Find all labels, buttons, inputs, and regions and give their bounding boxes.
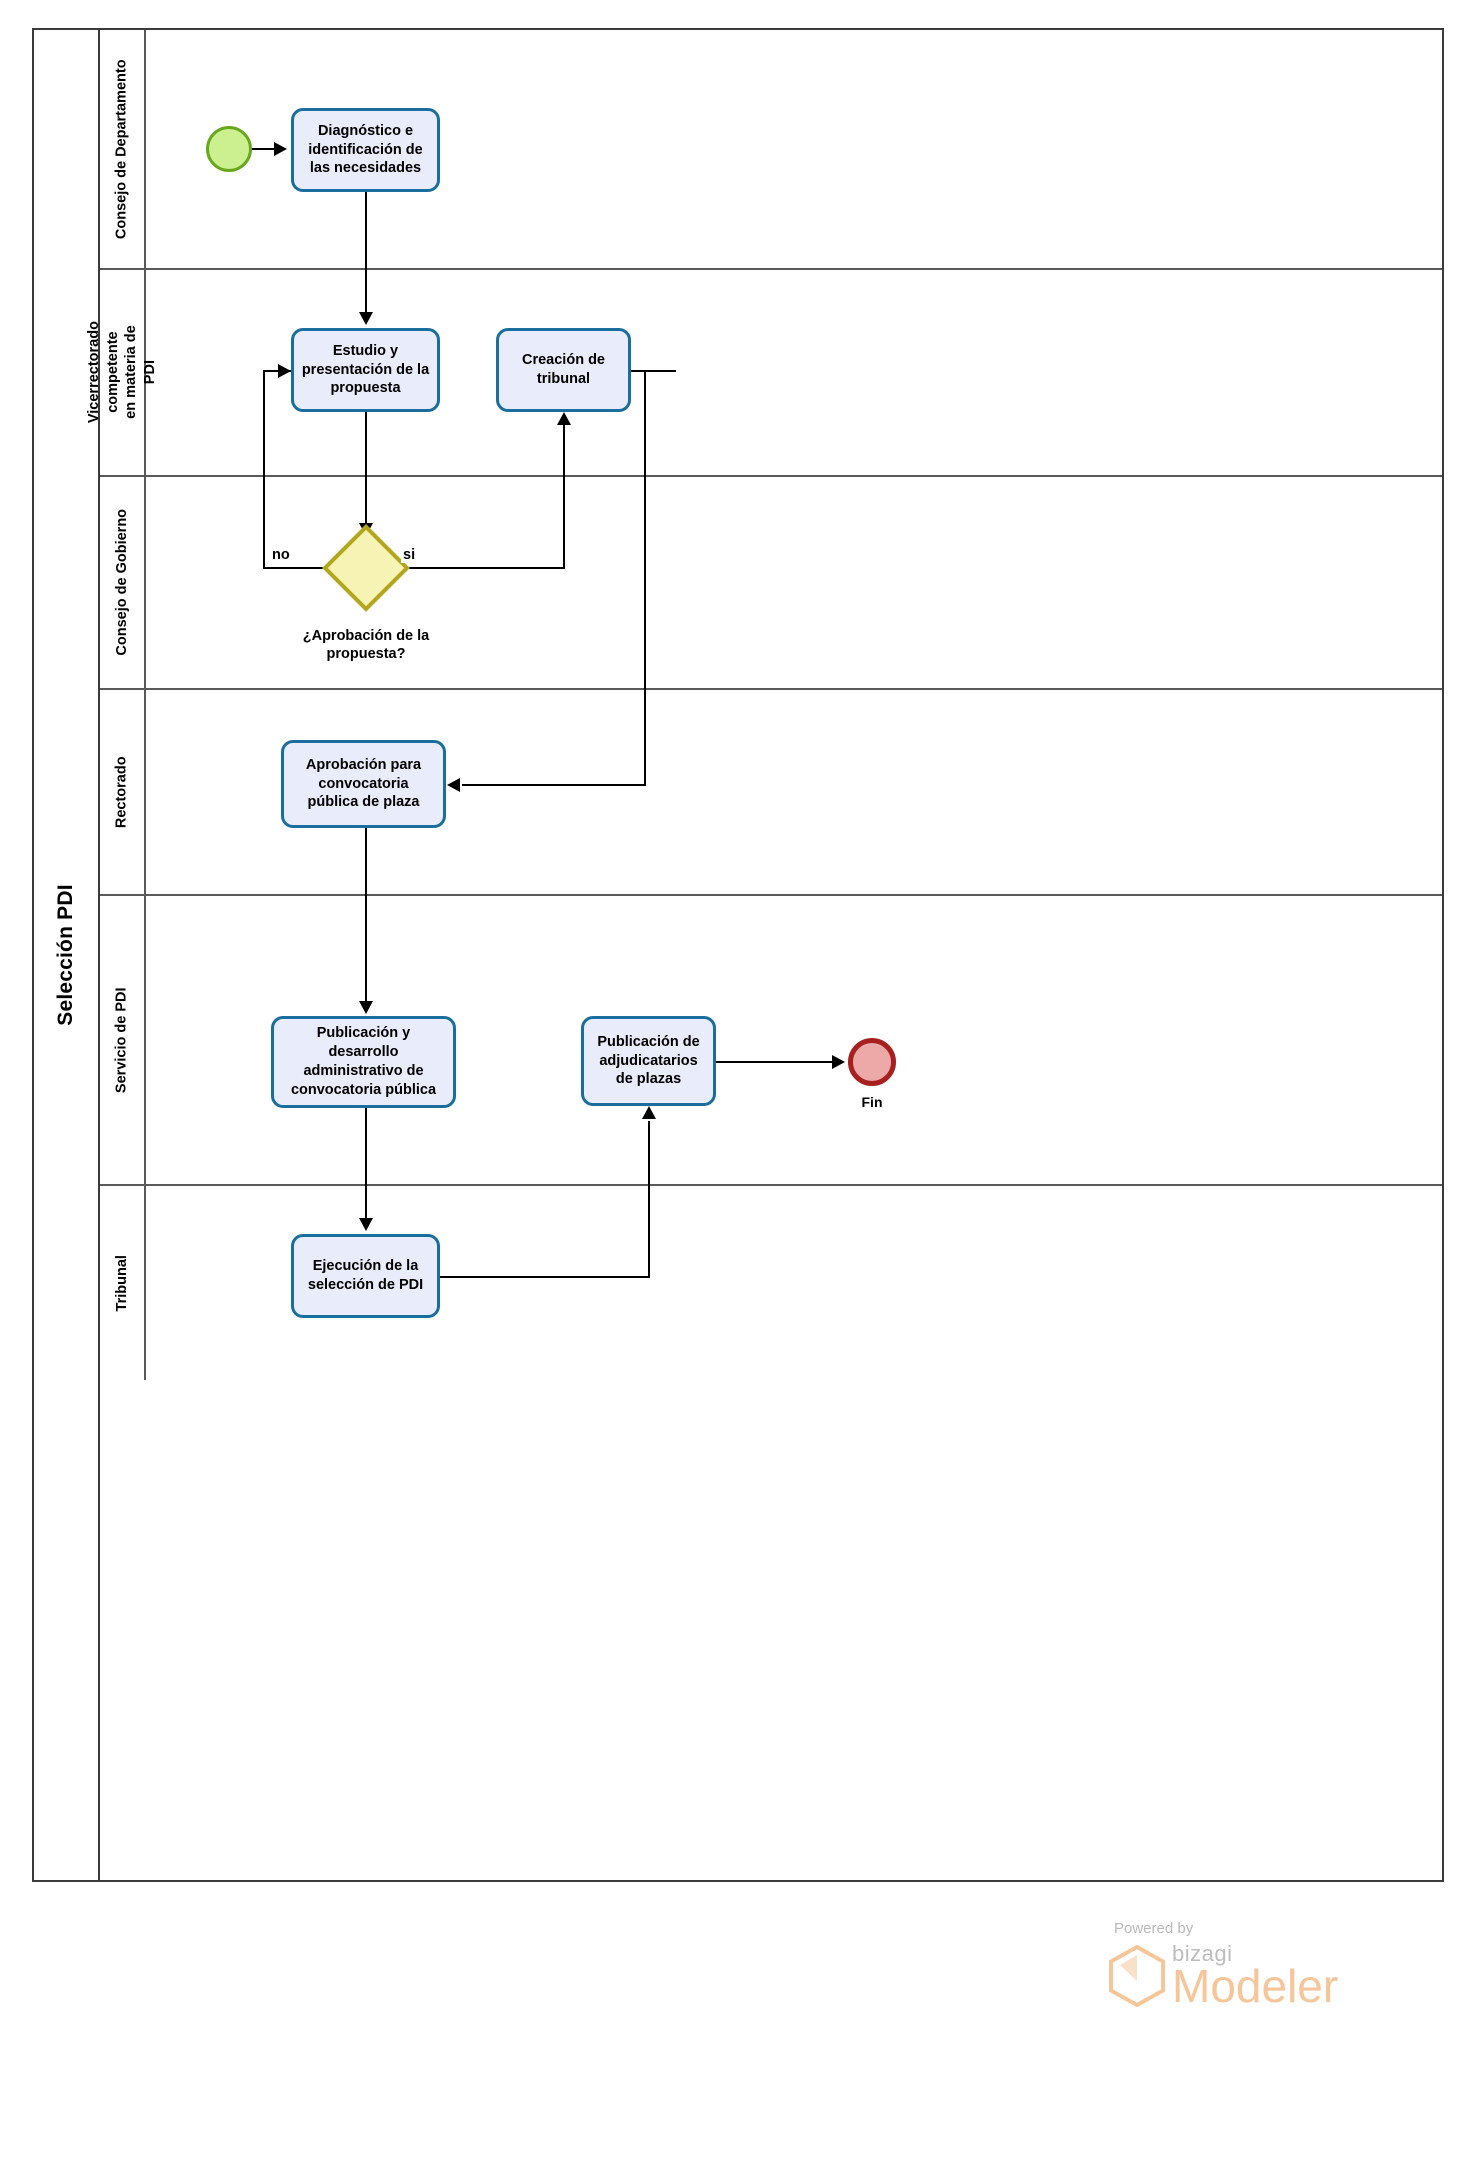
- lane-rectorado: Rectorado Aprobación para convocatoria p…: [100, 690, 1442, 896]
- flow-diagnostico-to-estudio-seg2: [365, 270, 367, 314]
- flow-creacion-to-rectorado-v1: [644, 370, 646, 477]
- pool-seleccion-pdi: Selección PDI Consejo de Departamento Di…: [32, 28, 1444, 1882]
- flow-si-to-creacion-seg2: [563, 477, 565, 568]
- task-diagnostico-identificacion[interactable]: Diagnóstico e identificación de las nece…: [291, 108, 440, 192]
- watermark-powered-by: Powered by: [1114, 1920, 1194, 1937]
- flow-estudio-to-gateway-seg2: [365, 477, 367, 525]
- flow-arrow-start-to-diagnostico: [274, 142, 287, 156]
- lane-body-consejo-gobierno: ¿Aprobación de la propuesta? no si: [146, 477, 1442, 690]
- task-ejecucion-seleccion[interactable]: Ejecución de la selección de PDI: [291, 1234, 440, 1318]
- flow-ejecucion-to-adjudicatarios-h: [440, 1276, 650, 1278]
- flow-aprobacion-to-publicacion-seg2: [365, 896, 367, 1003]
- lane-body-vicerrectorado: Estudio y presentación de la propuesta C…: [146, 270, 1442, 477]
- flow-estudio-to-gateway-seg1: [365, 412, 367, 477]
- start-event[interactable]: [206, 126, 252, 172]
- task-publicacion-adjudicatarios[interactable]: Publicación de adjudicatarios de plazas: [581, 1016, 716, 1106]
- flow-ejecucion-to-adjudicatarios-v1: [648, 1121, 650, 1186]
- lane-vicerrectorado: Vicerrectorado competente en materia de …: [86, 270, 1442, 477]
- flow-publicacion-to-ejecucion-seg2: [365, 1186, 367, 1220]
- flow-publicacion-to-ejecucion-seg1: [365, 1108, 367, 1186]
- flow-gateway-no: [263, 567, 338, 569]
- pool-title: Selección PDI: [34, 30, 100, 1880]
- edge-label-si: si: [401, 547, 418, 563]
- bizagi-watermark: Powered by bizagi Modeler: [1108, 1920, 1408, 2009]
- lane-body-tribunal: Ejecución de la selección de PDI: [146, 1186, 1442, 1380]
- flow-arrow-to-estudio: [359, 312, 373, 325]
- gateway-aprobacion-propuesta[interactable]: [322, 524, 410, 612]
- flow-creacion-to-rectorado-v2: [644, 477, 646, 690]
- lane-label-consejo-gobierno: Consejo de Gobierno: [100, 477, 146, 688]
- flow-arrow-to-aprobacion: [447, 778, 460, 792]
- lane-label-tribunal: Tribunal: [100, 1186, 146, 1380]
- lane-body-consejo-departamento: Diagnóstico e identificación de las nece…: [146, 30, 1442, 270]
- flow-si-to-creacion-seg1: [563, 425, 565, 477]
- flow-arrow-to-publicacion-desarrollo: [359, 1001, 373, 1014]
- flow-creacion-to-rectorado-h2: [462, 784, 646, 786]
- flow-no-loop-vertical-lane3: [263, 477, 265, 568]
- flow-diagnostico-to-estudio-seg1: [365, 192, 367, 270]
- flow-no-loop-into-estudio: [263, 370, 291, 372]
- flow-arrow-to-ejecucion: [359, 1218, 373, 1231]
- flow-no-loop-vertical: [263, 370, 265, 477]
- lane-tribunal: Tribunal Ejecución de la selección de PD…: [100, 1186, 1442, 1380]
- lane-servicio-pdi: Servicio de PDI Publicación y desarrollo…: [100, 896, 1442, 1186]
- gateway-label: ¿Aprobación de la propuesta?: [302, 628, 430, 663]
- watermark-text: bizagi Modeler: [1172, 1941, 1339, 2012]
- task-creacion-tribunal[interactable]: Creación de tribunal: [496, 328, 631, 412]
- end-event-label: Fin: [861, 1094, 883, 1110]
- flow-arrow-to-adjudicatarios: [642, 1106, 656, 1119]
- flow-arrow-no-loop: [278, 364, 291, 378]
- flow-aprobacion-to-publicacion-seg1: [365, 828, 367, 896]
- flow-start-to-diagnostico: [252, 148, 276, 150]
- flow-arrow-si-to-creacion: [557, 412, 571, 425]
- lane-label-vicerrectorado: Vicerrectorado competente en materia de …: [86, 270, 158, 475]
- watermark-brand: bizagi: [1172, 1941, 1233, 1966]
- task-estudio-presentacion[interactable]: Estudio y presentación de la propuesta: [291, 328, 440, 412]
- lane-consejo-gobierno: Consejo de Gobierno ¿Aprobación de la pr…: [100, 477, 1442, 690]
- task-aprobacion-convocatoria[interactable]: Aprobación para convocatoria pública de …: [281, 740, 446, 828]
- lane-label-text: Consejo de Departamento: [113, 59, 130, 239]
- watermark-product: Modeler: [1172, 1960, 1339, 2012]
- flow-adjudicatarios-to-end: [716, 1061, 834, 1063]
- pool-title-label: Selección PDI: [54, 884, 77, 1026]
- lane-body-servicio-pdi: Publicación y desarrollo administrativo …: [146, 896, 1442, 1186]
- edge-label-no: no: [270, 547, 292, 563]
- lane-container: Consejo de Departamento Diagnóstico e id…: [86, 30, 1442, 1880]
- flow-gateway-si: [395, 567, 565, 569]
- flow-arrow-to-end-event: [832, 1055, 845, 1069]
- lane-consejo-departamento: Consejo de Departamento Diagnóstico e id…: [100, 30, 1442, 270]
- lane-label-text: Tribunal: [113, 1254, 130, 1312]
- lane-label-servicio-pdi: Servicio de PDI: [100, 896, 146, 1184]
- watermark-logo-row: bizagi Modeler: [1108, 1943, 1408, 2009]
- lane-label-text: Consejo de Gobierno: [113, 509, 130, 656]
- lane-label-consejo-departamento: Consejo de Departamento: [100, 30, 146, 268]
- flow-creacion-to-rectorado-h: [631, 370, 676, 372]
- end-event[interactable]: [848, 1038, 896, 1086]
- lane-label-rectorado: Rectorado: [100, 690, 146, 894]
- lane-label-text: Rectorado: [113, 756, 130, 828]
- flow-creacion-to-rectorado-v3: [644, 690, 646, 784]
- task-publicacion-desarrollo[interactable]: Publicación y desarrollo administrativo …: [271, 1016, 456, 1108]
- bizagi-hexagon-icon: [1109, 1945, 1165, 2007]
- lane-body-rectorado: Aprobación para convocatoria pública de …: [146, 690, 1442, 896]
- lane-label-text: Servicio de PDI: [113, 987, 130, 1093]
- flow-ejecucion-to-adjudicatarios-v2: [648, 1186, 650, 1277]
